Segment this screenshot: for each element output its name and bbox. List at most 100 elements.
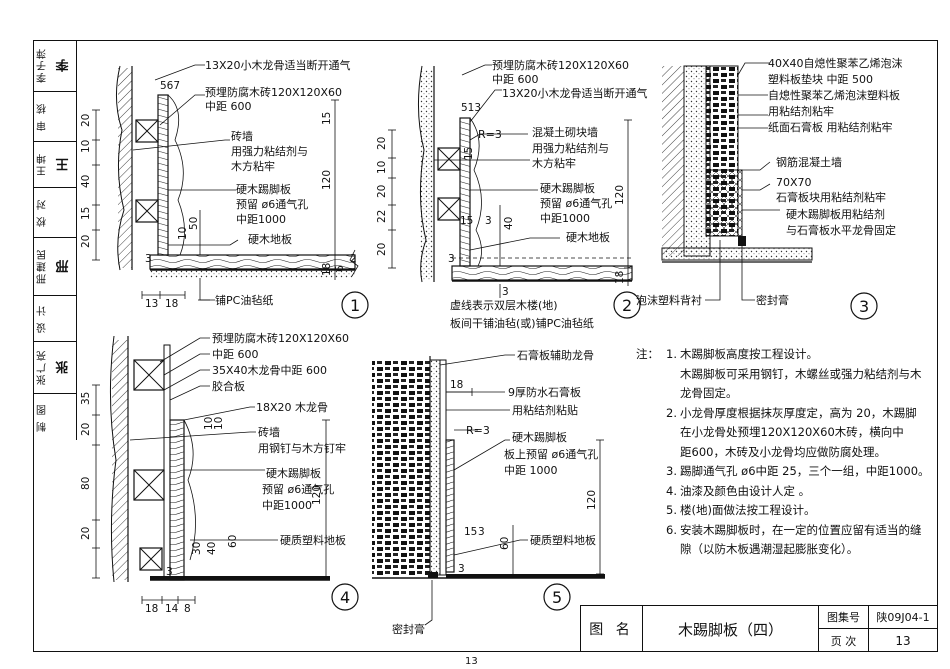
dim-text: 18	[614, 271, 626, 284]
label-skirting: 硬木踢脚板	[266, 466, 321, 480]
label-aux-keel: 石膏板辅助龙骨	[517, 348, 594, 362]
label-foam-backer: 泡沫塑料背衬	[636, 293, 702, 307]
block-wall-bricks	[372, 360, 430, 575]
dim-text: 120	[586, 490, 598, 510]
label-spacing: 中距 600	[205, 100, 252, 113]
label-gypsum-board: 纸面石膏板 用粘结剂粘牢	[768, 120, 893, 134]
label-skirting: 硬木踢脚板	[540, 181, 595, 195]
dim-text: 15	[460, 215, 473, 227]
notes-label: 注：	[636, 347, 659, 361]
detail-number: 1	[350, 296, 360, 315]
sealant-block	[428, 572, 438, 578]
label-sealant: 密封膏	[756, 293, 789, 307]
label-skirting-adhesive: 硬木踢脚板用粘结剂	[786, 207, 885, 221]
dim-text: 18	[450, 379, 463, 391]
label-vent-hole: 预留 ø6通气孔	[236, 197, 308, 211]
dim-text: 6	[334, 265, 346, 272]
label-radius: R=3	[478, 128, 502, 141]
hardwood-floor	[451, 265, 633, 281]
dim-text: 18	[321, 263, 333, 276]
label-vent-hole: 预留 ø6通气孔	[540, 196, 612, 210]
label-adhesive: 用强力粘结剂与	[231, 144, 308, 158]
detail-number-circle	[543, 583, 571, 611]
page-label: 页 次	[819, 629, 869, 652]
signature-cell: 王坤 王	[33, 142, 77, 188]
detail-number: 3	[859, 297, 869, 316]
dim-text: 15	[463, 147, 475, 160]
title-block: 图 名 木踢脚板（四） 图集号 陕09J04-1 页 次 13	[580, 605, 938, 652]
label-adhesive: 用粘结剂粘牢	[768, 104, 834, 118]
note-item: 6. 安装木踢脚板时，在一定的位置应留有适当的缝 隙（以防木板遇潮湿起膨胀变化）…	[666, 522, 922, 557]
gypsum-board	[439, 359, 447, 576]
label-gypsum-block: 石膏板块用粘结剂粘牢	[776, 190, 886, 204]
embedded-wood-block	[135, 119, 159, 223]
label-brick-wall: 砖墙	[231, 129, 253, 143]
dim-text: 8	[184, 603, 191, 615]
note-item: 3. 踢脚通气孔 ø6中距 25，三个一组，中距1000。	[666, 464, 930, 478]
detail-number-circle	[850, 292, 878, 320]
signature-cell: 邢建民 邢	[33, 238, 77, 296]
note-item: 注： 1. 木踢脚板高度按工程设计。 木踢脚板可采用钢钉，木螺丝或强力粘结剂与木…	[636, 347, 922, 400]
block-wall-dots	[420, 70, 434, 280]
label-floor: 硬木地板	[248, 232, 292, 246]
label-adhesive-cont: 木方粘牢	[532, 156, 576, 170]
signature-cell: 李子萍 李	[33, 40, 77, 92]
sheet-title: 木踢脚板（四）	[643, 606, 819, 652]
detail-5: 石膏板辅助龙骨 9厚防水石膏板 用粘结剂粘贴 R=3 硬木踢脚板 板上预留 ø6…	[372, 348, 605, 636]
label-foam-board: 自熄性聚苯乙烯泡沫塑料板	[768, 88, 900, 102]
dim-text: 20	[80, 114, 92, 127]
dim-text: 20	[376, 185, 388, 198]
sealant-block	[738, 236, 746, 246]
label-foam-pad: 40X40自熄性聚苯乙烯泡沫	[768, 56, 903, 70]
plywood	[163, 344, 171, 581]
label-spacing: 中距 600	[212, 348, 259, 361]
dim-text: 40	[206, 542, 218, 555]
dim-text: 120	[614, 185, 626, 205]
dim-text: 40	[80, 175, 92, 188]
note-item: 2. 小龙骨厚度根据抹灰厚度定，高为 20，木踢脚 在小龙骨处预埋120X120…	[666, 405, 917, 459]
label-radius: R=3	[466, 424, 490, 437]
dim-text: 3	[145, 253, 152, 265]
detail-number-circle	[613, 291, 641, 319]
page-number-footer: 13	[465, 656, 478, 667]
label-skirting: 硬木踢脚板	[512, 430, 567, 444]
label-block-wall: 混凝土砌块墙	[532, 125, 598, 139]
label-vent-spacing: 中距1000	[236, 213, 286, 226]
label-adhesive-cont: 木方粘牢	[231, 159, 275, 173]
detail-2: 预埋防腐木砖120X120X60 中距 600 13X20小木龙骨适当断开通气 …	[376, 58, 648, 330]
detail-4: 预埋防腐木砖120X120X60 中距 600 35X40木龙骨中距 600 胶…	[80, 331, 359, 615]
label-ventilation-joist: 13X20小木龙骨适当断开通气	[205, 58, 351, 72]
dim-text: 15	[321, 112, 333, 125]
dim-text: 120	[311, 485, 323, 505]
skirting-board	[169, 419, 185, 581]
dim-text: 35	[80, 392, 92, 405]
label-brick-wall: 砖墙	[258, 425, 280, 439]
dim-text: 60	[499, 537, 511, 550]
label-spacing: 中距 600	[492, 73, 539, 86]
dim-text: 20	[80, 423, 92, 436]
dim-text: 3	[485, 215, 492, 227]
dim-text: 2	[350, 253, 357, 265]
dim-text: 10	[177, 227, 189, 240]
label-wood-brick: 预埋防腐木砖120X120X60	[205, 85, 342, 99]
skirting-board	[459, 117, 471, 267]
label-pc-felt: 铺PC油毡纸	[215, 293, 273, 307]
dim-text: 15	[464, 526, 477, 538]
label-nail: 用钢钉与木方钉牢	[258, 441, 346, 455]
dim-text: 513	[461, 102, 481, 114]
title-name-label: 图 名	[581, 606, 643, 652]
hardwood-floor	[149, 254, 356, 270]
label-vent-spacing: 中距1000	[262, 499, 312, 512]
detail-number-circle	[331, 583, 359, 611]
dim-text: 40	[503, 217, 515, 230]
signature-column: 李子萍 李 审 核 王坤 王 校 对 邢建民 邢 设 计 张广亮 张 制 图	[33, 40, 77, 440]
dim-text: 14	[165, 603, 179, 615]
page-number-cell: 13	[895, 633, 911, 648]
embedded-wood-block	[437, 147, 461, 221]
dim-text: 60	[227, 535, 239, 548]
detail-number: 2	[622, 296, 632, 315]
dim-text: 10	[376, 161, 388, 174]
label-adhesive: 用强力粘结剂与	[532, 141, 609, 155]
label-plywood: 胶合板	[212, 379, 245, 393]
